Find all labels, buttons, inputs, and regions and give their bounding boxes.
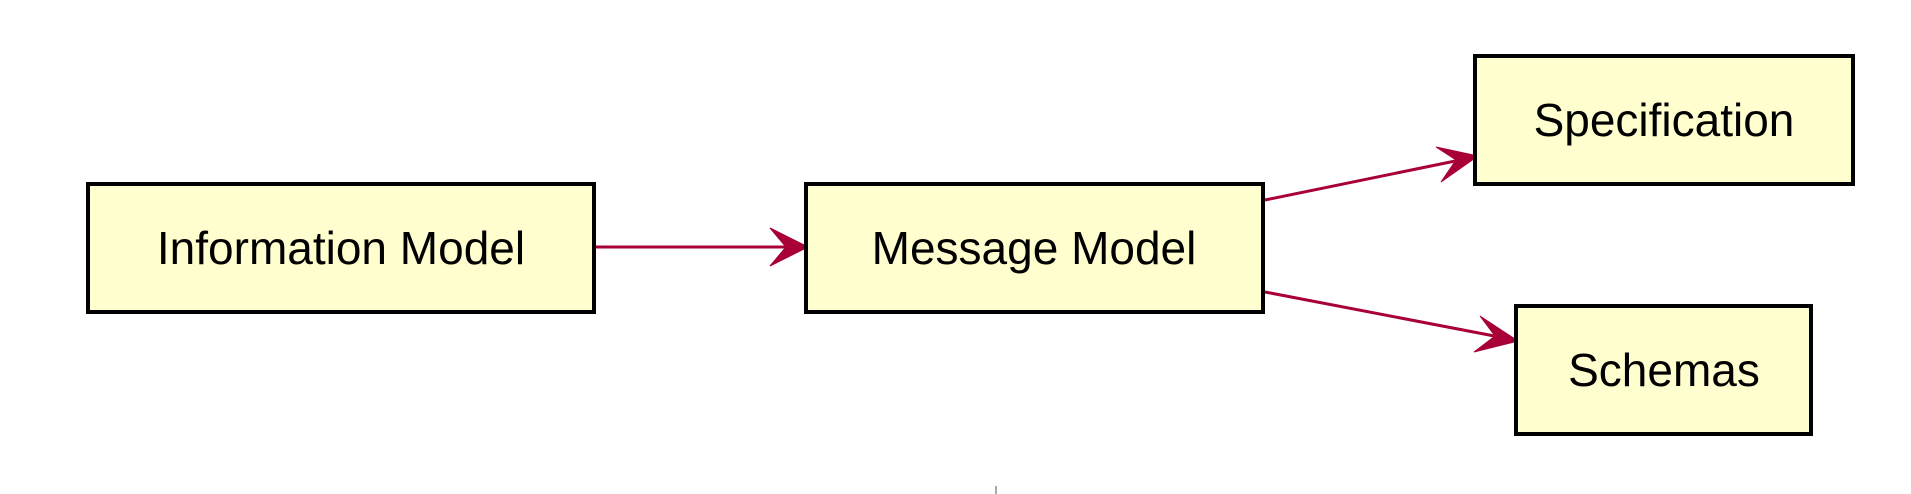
arrowhead-icon	[1435, 146, 1480, 183]
node-box	[1514, 304, 1813, 436]
edge-message-to-specification	[1264, 146, 1480, 202]
node-message-model: Message Model	[804, 182, 1265, 314]
node-box	[804, 182, 1265, 314]
arrowhead-icon	[769, 227, 810, 267]
node-box	[1473, 54, 1855, 186]
node-specification: Specification	[1473, 54, 1855, 186]
edge-information-to-message	[593, 227, 810, 267]
node-label-information-model: Information Model	[157, 222, 525, 274]
node-label-specification: Specification	[1534, 94, 1795, 146]
edge-message-to-schemas	[1264, 290, 1520, 353]
arrowhead-icon	[1473, 315, 1520, 353]
node-information-model: Information Model	[86, 182, 596, 314]
node-label-message-model: Message Model	[872, 222, 1197, 274]
node-label-schemas: Schemas	[1568, 344, 1760, 396]
node-schemas: Schemas	[1514, 304, 1813, 436]
node-box	[86, 182, 596, 314]
